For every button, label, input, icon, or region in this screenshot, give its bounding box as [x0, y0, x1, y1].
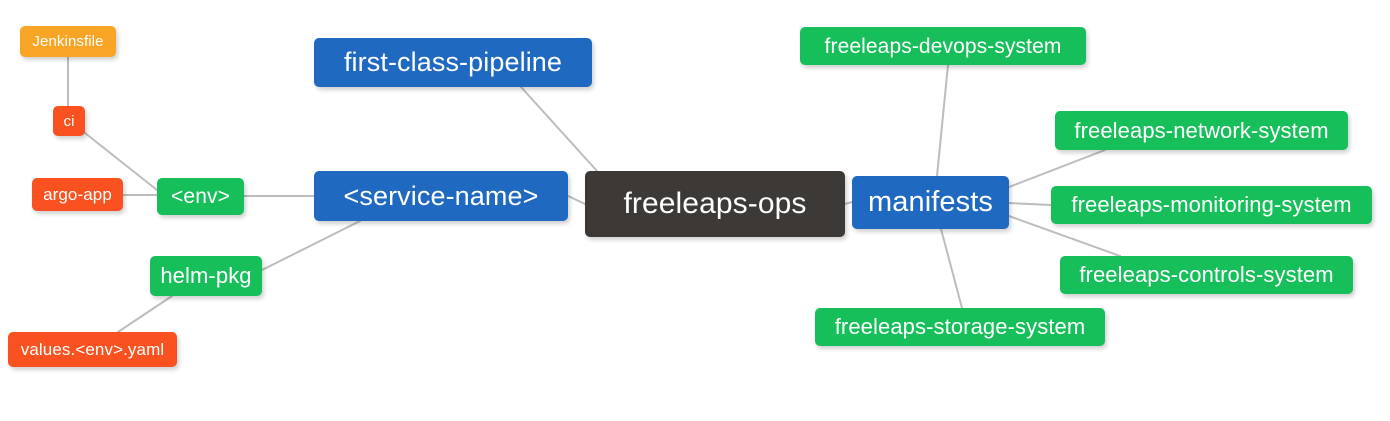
node-label-helm-pkg: helm-pkg — [160, 263, 252, 288]
node-label-ci: ci — [63, 112, 75, 130]
node-label-freeleaps-storage-system: freeleaps-storage-system — [834, 314, 1086, 339]
mindmap-node-first-class-pipeline[interactable]: first-class-pipeline — [314, 38, 592, 87]
mindmap-node-ci[interactable]: ci — [53, 106, 85, 136]
edge-manifests-to-freeleaps-network-system — [1008, 149, 1106, 188]
edge-helm-pkg-to-values-yaml — [117, 295, 173, 333]
edge-freeleaps-ops-to-manifests — [844, 201, 853, 205]
node-label-jenkinsfile: Jenkinsfile — [32, 33, 104, 50]
mindmap-node-env[interactable]: <env> — [157, 178, 244, 215]
mindmap-node-freeleaps-network-system[interactable]: freeleaps-network-system — [1055, 111, 1348, 150]
node-label-freeleaps-network-system: freeleaps-network-system — [1074, 117, 1329, 143]
node-label-values-yaml: values.<env>.yaml — [20, 340, 165, 359]
node-label-freeleaps-ops: freeleaps-ops — [623, 187, 807, 220]
node-label-freeleaps-monitoring-system: freeleaps-monitoring-system — [1071, 192, 1352, 217]
edge-freeleaps-ops-to-service-name — [567, 195, 586, 205]
mindmap-node-freeleaps-storage-system[interactable]: freeleaps-storage-system — [815, 308, 1105, 346]
edge-freeleaps-ops-to-first-class-pipeline — [520, 86, 598, 172]
node-label-env: <env> — [171, 185, 230, 208]
mindmap-node-jenkinsfile[interactable]: Jenkinsfile — [20, 26, 116, 57]
node-label-manifests: manifests — [868, 186, 993, 218]
mindmap-node-service-name[interactable]: <service-name> — [314, 171, 568, 221]
mindmap-node-argo-app[interactable]: argo-app — [32, 178, 123, 211]
edge-service-name-to-helm-pkg — [261, 220, 361, 271]
node-label-first-class-pipeline: first-class-pipeline — [343, 47, 563, 77]
node-label-freeleaps-controls-system: freeleaps-controls-system — [1079, 262, 1334, 287]
mindmap-node-values-yaml[interactable]: values.<env>.yaml — [8, 332, 177, 367]
edge-manifests-to-freeleaps-storage-system — [940, 228, 963, 309]
node-label-service-name: <service-name> — [343, 180, 539, 211]
mindmap-node-freeleaps-controls-system[interactable]: freeleaps-controls-system — [1060, 256, 1353, 294]
node-label-freeleaps-devops-system: freeleaps-devops-system — [824, 34, 1062, 58]
mindmap-node-freeleaps-ops[interactable]: freeleaps-ops — [585, 171, 845, 237]
mindmap-node-freeleaps-devops-system[interactable]: freeleaps-devops-system — [800, 27, 1086, 65]
mindmap-node-manifests[interactable]: manifests — [852, 176, 1009, 229]
node-label-argo-app: argo-app — [43, 185, 112, 204]
mindmap-node-freeleaps-monitoring-system[interactable]: freeleaps-monitoring-system — [1051, 186, 1372, 224]
edge-manifests-to-freeleaps-devops-system — [936, 64, 949, 177]
mindmap-node-helm-pkg[interactable]: helm-pkg — [150, 256, 262, 296]
edge-manifests-to-freeleaps-monitoring-system — [1008, 202, 1052, 206]
